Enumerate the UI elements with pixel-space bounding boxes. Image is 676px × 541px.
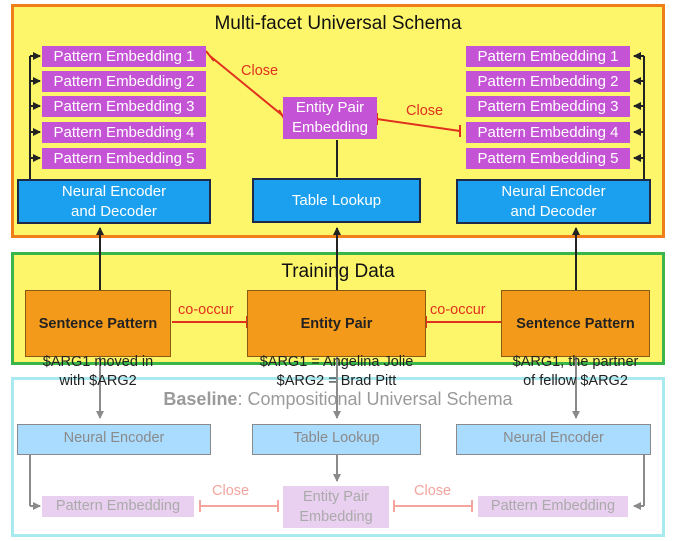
left-pattern-embedding-3: Pattern Embedding 3 (42, 96, 206, 117)
left-sentence-pattern-text: $ARG1 moved in with $ARG2 (42, 354, 154, 389)
baseline-right-pattern-embedding: Pattern Embedding (478, 496, 628, 517)
right-pattern-embedding-5: Pattern Embedding 5 (466, 148, 630, 169)
right-pattern-embedding-1: Pattern Embedding 1 (466, 46, 630, 67)
left-sentence-pattern: Sentence Pattern $ARG1 moved in with $AR… (25, 290, 171, 389)
left-pattern-embedding-1: Pattern Embedding 1 (42, 46, 206, 67)
multi-facet-title: Multi-facet Universal Schema (214, 13, 462, 34)
left-pattern-bracket (29, 52, 41, 180)
right-neural-encoder-decoder: Neural Encoder and Decoder (456, 179, 651, 224)
training-to-baseline-arrows (96, 356, 580, 419)
right-sentence-pattern: Sentence Pattern $ARG1, the partner of f… (501, 290, 650, 389)
baseline-title-bold: Baseline (163, 389, 238, 409)
baseline-title: Baseline: Compositional Universal Schema (14, 389, 662, 410)
baseline-title-rest: : Compositional Universal Schema (237, 389, 513, 409)
close-lines-baseline (199, 500, 473, 512)
right-pattern-embedding-4: Pattern Embedding 4 (466, 122, 630, 143)
baseline-table-lookup: Table Lookup (252, 424, 421, 455)
close-label-right: Close (406, 103, 444, 119)
left-sentence-pattern-head: Sentence Pattern (38, 316, 158, 332)
training-entity-pair: Entity Pair $ARG1 = Angelina Jolie $ARG2… (247, 290, 426, 389)
training-to-model-arrows (96, 227, 580, 290)
right-sentence-pattern-text: $ARG1, the partner of fellow $ARG2 (512, 354, 639, 389)
table-lookup: Table Lookup (252, 178, 421, 223)
right-pattern-bracket (633, 52, 645, 180)
baseline-internal-arrows (29, 455, 645, 510)
entity-pair-embedding: Entity Pair Embedding (283, 97, 377, 139)
left-pattern-embedding-5: Pattern Embedding 5 (42, 148, 206, 169)
baseline-entity-pair-embedding: Entity Pair Embedding (283, 486, 389, 528)
training-entity-pair-text: $ARG1 = Angelina Jolie $ARG2 = Brad Pitt (259, 354, 414, 389)
baseline-left-pattern-embedding: Pattern Embedding (42, 496, 194, 517)
close-lines-top (205, 50, 461, 137)
left-pattern-embedding-4: Pattern Embedding 4 (42, 122, 206, 143)
cooccur-label-right: co-occur (430, 302, 486, 318)
baseline-close-label-left: Close (212, 483, 250, 499)
training-entity-pair-head: Entity Pair (300, 316, 373, 332)
baseline-right-neural-encoder: Neural Encoder (456, 424, 651, 455)
left-neural-encoder-decoder: Neural Encoder and Decoder (17, 179, 211, 224)
right-sentence-pattern-head: Sentence Pattern (516, 316, 635, 332)
cooccur-label-left: co-occur (178, 302, 234, 318)
left-pattern-embedding-2: Pattern Embedding 2 (42, 71, 206, 92)
close-label-left: Close (241, 63, 279, 79)
right-pattern-embedding-2: Pattern Embedding 2 (466, 71, 630, 92)
baseline-close-label-right: Close (414, 483, 452, 499)
right-pattern-embedding-3: Pattern Embedding 3 (466, 96, 630, 117)
baseline-left-neural-encoder: Neural Encoder (17, 424, 211, 455)
